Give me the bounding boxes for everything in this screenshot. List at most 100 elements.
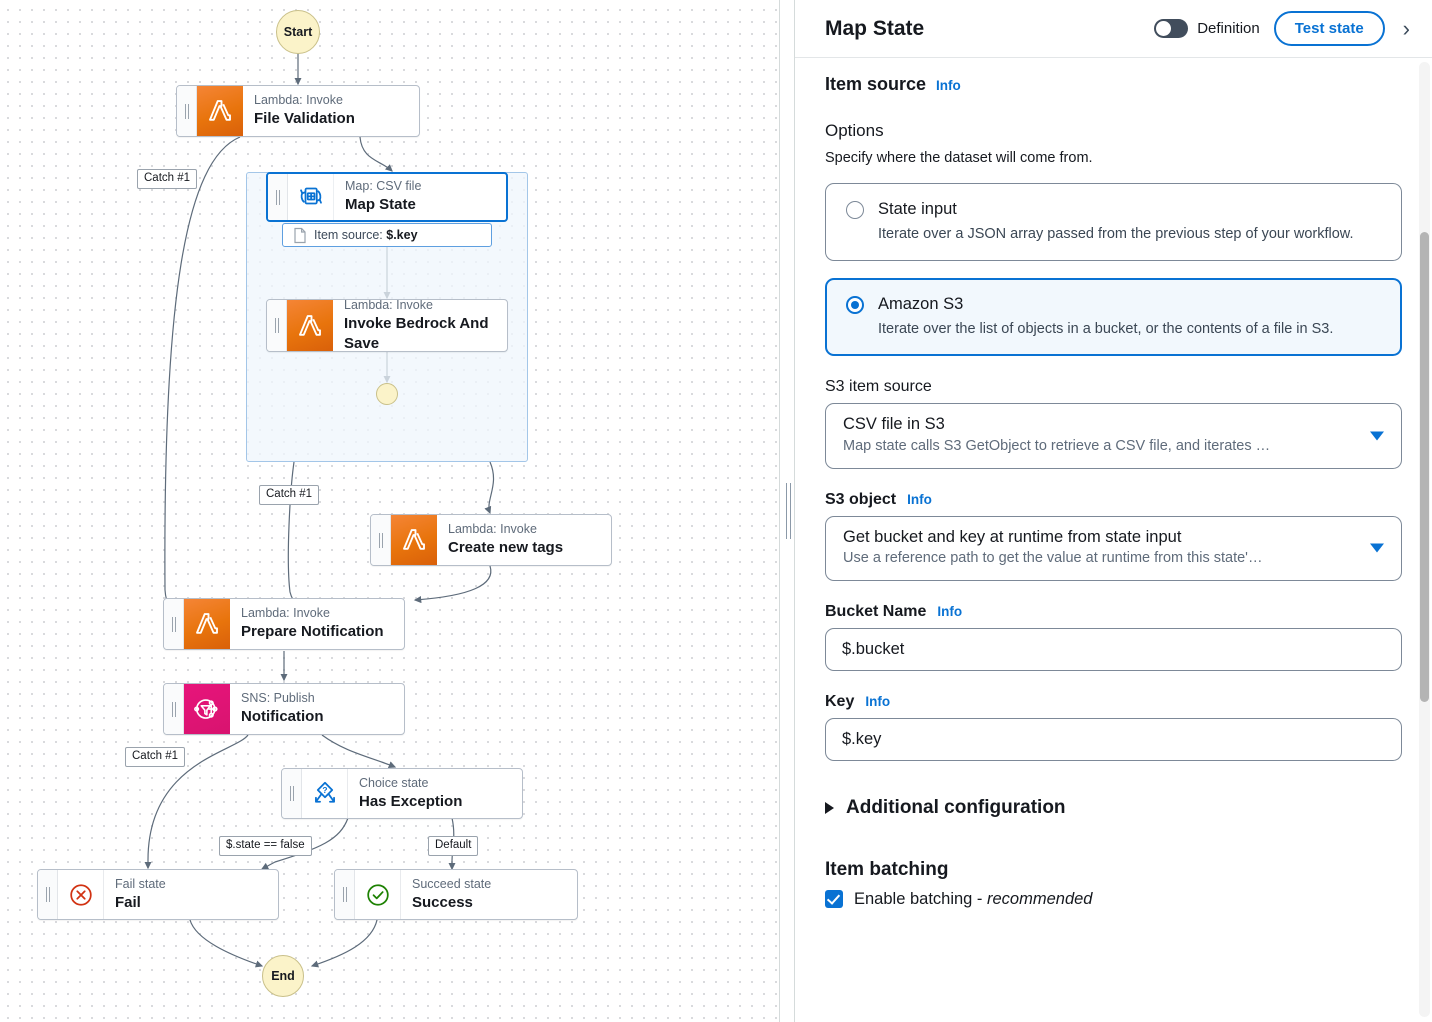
map-item-source-value: $.key: [386, 228, 418, 242]
node-type-label: Lambda: Invoke: [254, 93, 343, 108]
s3-item-source-value-description: Map state calls S3 GetObject to retrieve…: [843, 438, 1271, 455]
panel-scrollbar-thumb[interactable]: [1420, 232, 1429, 702]
start-node[interactable]: Start: [276, 10, 320, 54]
panel-scrollbar[interactable]: [1419, 62, 1430, 1017]
map-inner-end-node[interactable]: [376, 383, 398, 405]
enable-batching-label: Enable batching -: [854, 889, 988, 908]
edge-label-catch1-file-validation: Catch #1: [137, 169, 198, 189]
node-success[interactable]: Succeed state Success: [334, 869, 578, 920]
key-label-row: Key Info: [825, 693, 1402, 711]
node-invoke-bedrock-and-save[interactable]: Lambda: Invoke Invoke Bedrock And Save: [266, 299, 508, 352]
s3-object-label-row: S3 object Info: [825, 491, 1402, 509]
enable-batching-label-emphasis: recommended: [987, 889, 1093, 908]
node-file-validation[interactable]: Lambda: Invoke File Validation: [176, 85, 420, 137]
node-type-label: Lambda: Invoke: [448, 522, 537, 537]
radio-card-amazon-s3[interactable]: Amazon S3 Iterate over the list of objec…: [825, 278, 1402, 357]
drag-handle-icon[interactable]: [268, 174, 288, 220]
node-type-label: Map: CSV file: [345, 179, 422, 194]
radio-title-state-input: State input: [878, 200, 957, 218]
node-type-label: Fail state: [115, 876, 166, 891]
s3-object-value: Get bucket and key at runtime from state…: [843, 527, 1182, 546]
item-source-info-link[interactable]: Info: [936, 78, 961, 93]
radio-icon-amazon-s3[interactable]: [846, 296, 864, 315]
radio-card-state-input[interactable]: State input Iterate over a JSON array pa…: [825, 183, 1402, 262]
s3-item-source-select[interactable]: CSV file in S3 Map state calls S3 GetObj…: [825, 403, 1402, 469]
bucket-name-input[interactable]: [825, 627, 1402, 671]
workflow-canvas[interactable]: Start Lambda: Invoke File Validation: [0, 0, 779, 1022]
radio-description-amazon-s3: Iterate over the list of objects in a bu…: [878, 320, 1334, 337]
radio-title-amazon-s3: Amazon S3: [878, 295, 964, 314]
node-name-label: Prepare Notification: [241, 623, 384, 641]
node-name-label: Create new tags: [448, 539, 564, 557]
drag-handle-icon[interactable]: [335, 870, 355, 919]
start-node-label: Start: [283, 25, 313, 39]
s3-item-source-label: S3 item source: [825, 378, 932, 396]
chevron-down-icon[interactable]: [1370, 543, 1384, 553]
svg-text:?: ?: [322, 785, 327, 795]
item-source-section-header: Item source Info: [825, 74, 1402, 95]
sns-icon: [184, 684, 230, 734]
definition-toggle[interactable]: Definition: [1154, 19, 1260, 38]
edge-label-catch1-notification: Catch #1: [125, 747, 186, 767]
s3-object-select[interactable]: Get bucket and key at runtime from state…: [825, 515, 1402, 581]
edge-label-choice-default: Default: [428, 836, 479, 856]
chevron-down-icon[interactable]: [1370, 431, 1384, 441]
panel-resize-handle[interactable]: [779, 0, 795, 1022]
drag-handle-icon[interactable]: [38, 870, 58, 919]
s3-object-value-description: Use a reference path to get the value at…: [843, 550, 1263, 567]
end-node[interactable]: End: [262, 955, 304, 997]
s3-item-source-label-row: S3 item source: [825, 378, 1402, 396]
node-map-state[interactable]: Map: CSV file Map State: [266, 172, 508, 222]
drag-handle-icon[interactable]: [282, 769, 302, 818]
node-type-label: Lambda: Invoke: [344, 299, 433, 312]
panel-content: Item source Info Options Specify where t…: [795, 58, 1432, 1022]
bucket-name-label-row: Bucket Name Info: [825, 603, 1402, 621]
drag-handle-icon[interactable]: [164, 599, 184, 649]
bucket-name-info-link[interactable]: Info: [937, 603, 963, 619]
node-notification[interactable]: SNS: Publish Notification: [163, 683, 405, 735]
map-state-config-panel: Map State Definition Test state › Item s…: [795, 0, 1432, 1022]
additional-configuration-label: Additional configuration: [846, 796, 1066, 818]
node-type-label: Succeed state: [412, 876, 492, 891]
fail-icon: [58, 870, 104, 919]
map-item-source-chip[interactable]: Item source: $.key: [282, 223, 492, 247]
drag-handle-icon[interactable]: [164, 684, 184, 734]
node-create-new-tags[interactable]: Lambda: Invoke Create new tags: [370, 514, 612, 566]
test-state-button[interactable]: Test state: [1273, 11, 1385, 46]
node-name-label: File Validation: [254, 110, 355, 128]
node-name-label: Invoke Bedrock And Save: [344, 315, 489, 352]
checkbox-icon-enable-batching[interactable]: [825, 890, 843, 909]
choice-icon: ?: [302, 769, 348, 818]
options-description: Specify where the dataset will come from…: [825, 150, 1093, 166]
lambda-icon: [287, 300, 333, 351]
edge-label-choice-false: $.state == false: [219, 836, 312, 856]
node-name-label: Success: [412, 893, 473, 911]
triangle-right-icon: [825, 801, 834, 814]
node-prepare-notification[interactable]: Lambda: Invoke Prepare Notification: [163, 598, 405, 650]
lambda-icon: [197, 86, 243, 136]
item-source-heading: Item source: [825, 74, 927, 94]
node-has-exception[interactable]: ? Choice state Has Exception: [281, 768, 523, 819]
edge-label-catch1-map-state: Catch #1: [259, 485, 320, 505]
key-input[interactable]: [825, 717, 1402, 761]
key-info-link[interactable]: Info: [865, 693, 891, 709]
node-name-label: Has Exception: [359, 792, 463, 810]
node-fail[interactable]: Fail state Fail: [37, 869, 279, 920]
lambda-icon: [184, 599, 230, 649]
node-name-label: Map State: [345, 196, 416, 214]
drag-handle-icon[interactable]: [177, 86, 197, 136]
drag-handle-icon[interactable]: [371, 515, 391, 565]
bucket-name-label: Bucket Name: [825, 602, 927, 620]
node-type-label: Lambda: Invoke: [241, 606, 330, 621]
radio-icon-state-input[interactable]: [846, 201, 864, 219]
s3-object-label: S3 object: [825, 490, 897, 508]
enable-batching-row[interactable]: Enable batching - recommended: [825, 890, 1402, 909]
drag-handle-icon[interactable]: [267, 300, 287, 351]
lambda-icon: [391, 515, 437, 565]
chevron-right-icon[interactable]: ›: [1399, 16, 1414, 42]
end-node-label: End: [271, 969, 295, 983]
additional-configuration-expander[interactable]: Additional configuration: [825, 797, 1402, 819]
panel-header: Map State Definition Test state ›: [795, 0, 1432, 58]
s3-object-info-link[interactable]: Info: [907, 491, 932, 507]
toggle-switch-icon[interactable]: [1154, 19, 1189, 38]
